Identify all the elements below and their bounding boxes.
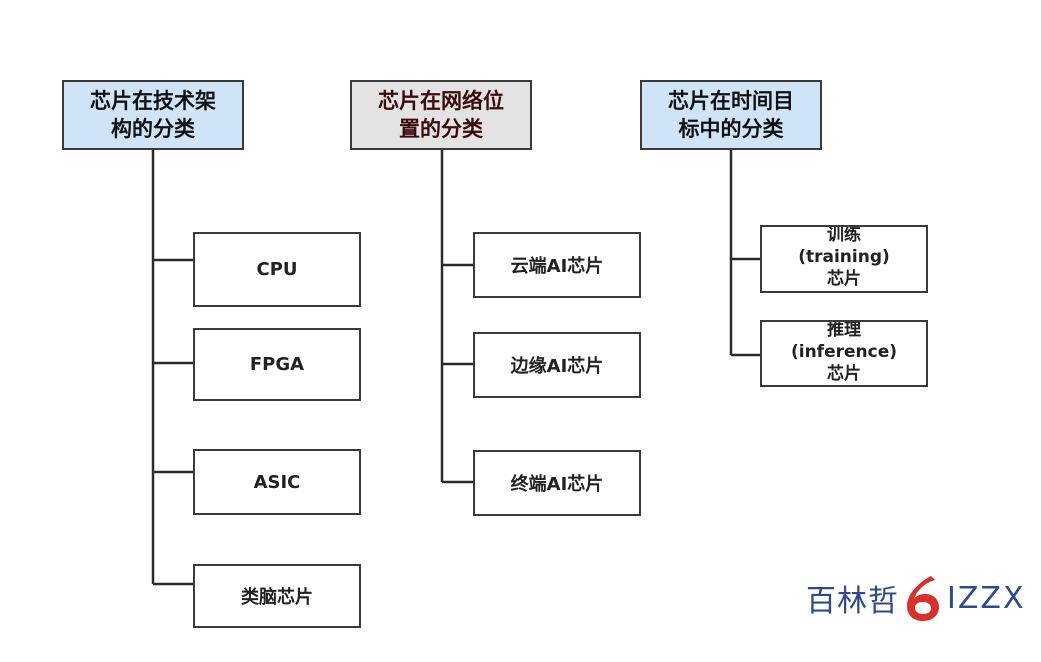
heading-time-target: 芯片在时间目 标中的分类 (640, 80, 822, 150)
leaf-inference-chip: 推理 (inference) 芯片 (760, 320, 928, 387)
leaf-training-chip-label: 训练 (training) 芯片 (798, 225, 890, 289)
leaf-cloud-ai-chip: 云端AI芯片 (473, 232, 641, 298)
watermark-chinese-text: 百林哲 (806, 584, 899, 619)
leaf-edge-ai-chip: 边缘AI芯片 (473, 332, 641, 398)
watermark-logo: 百林哲 IZZX (806, 572, 1026, 624)
leaf-asic: ASIC (193, 449, 361, 515)
watermark-latin-text: IZZX (947, 580, 1026, 616)
leaf-terminal-ai-chip: 终端AI芯片 (473, 450, 641, 516)
leaf-fpga: FPGA (193, 328, 361, 401)
watermark-six-mark-icon (907, 576, 939, 621)
leaf-neuromorphic-chip: 类脑芯片 (193, 564, 361, 628)
leaf-training-chip: 训练 (training) 芯片 (760, 225, 928, 293)
heading-tech-architecture: 芯片在技术架 构的分类 (62, 80, 244, 150)
leaf-cpu: CPU (193, 232, 361, 307)
heading-network-position: 芯片在网络位 置的分类 (350, 80, 532, 150)
leaf-inference-chip-label: 推理 (inference) 芯片 (790, 320, 898, 384)
